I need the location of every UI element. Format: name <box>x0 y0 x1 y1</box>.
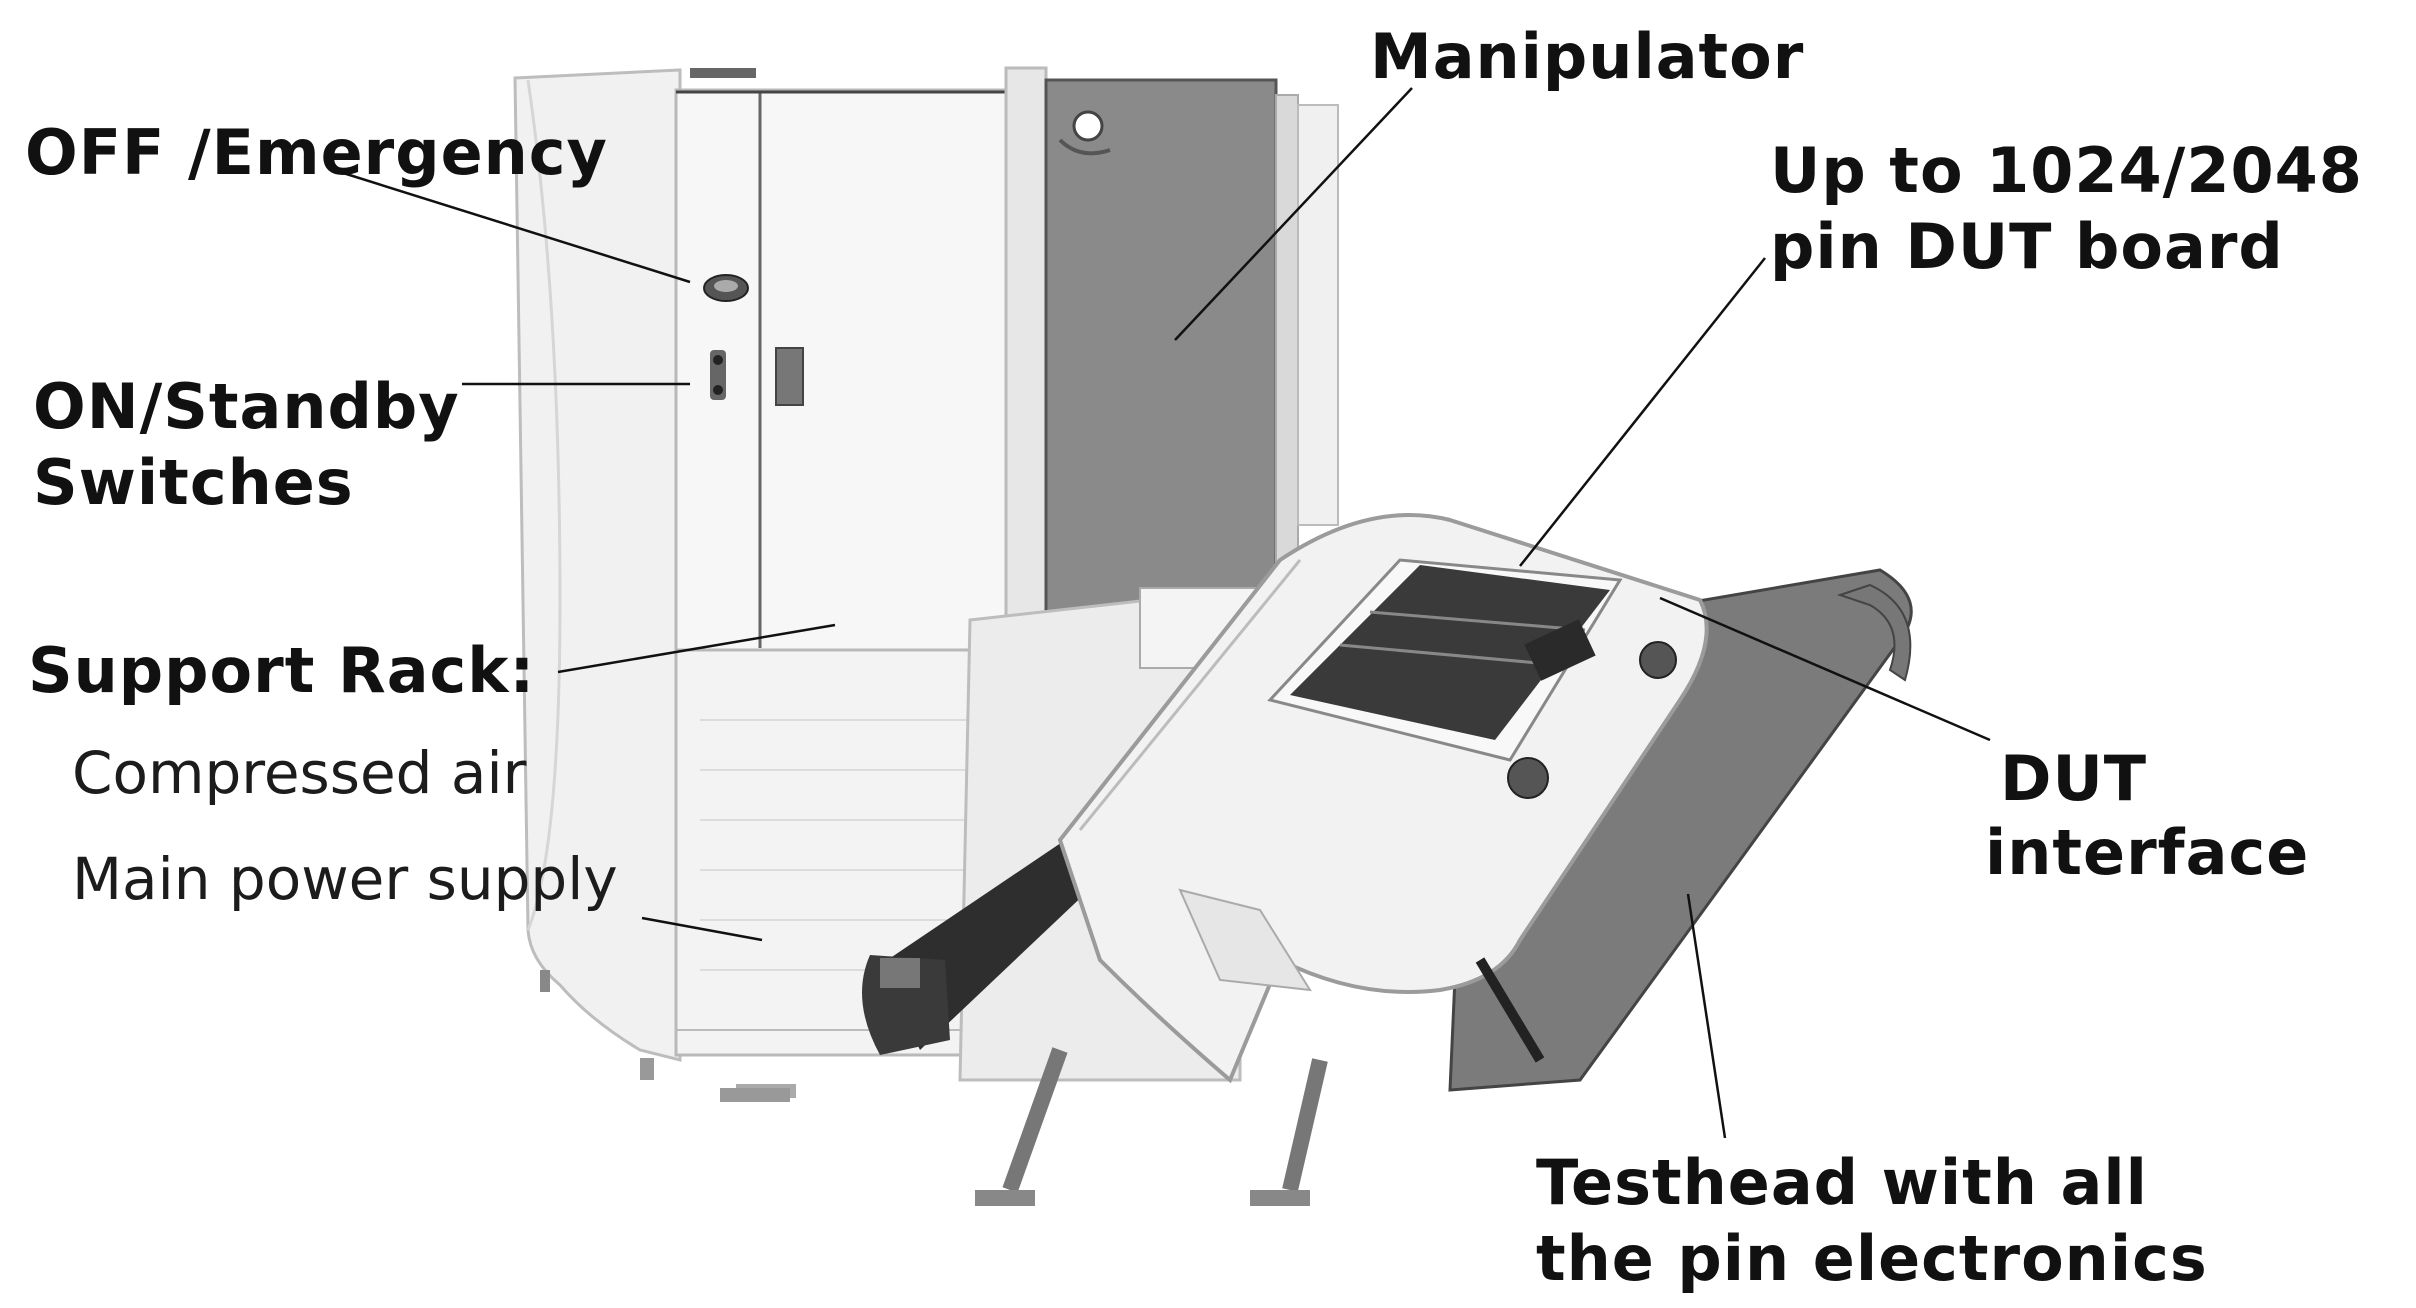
leader-support-rack <box>557 623 836 674</box>
label-testhead-line2: the pin electronics <box>1536 1222 2208 1295</box>
label-main-power-supply: Main power supply <box>72 845 618 913</box>
label-support-rack: Support Rack: <box>28 634 536 707</box>
manipulator-arm <box>720 830 1328 1206</box>
leader-dut-board <box>1519 257 1766 567</box>
label-off-emergency: OFF /Emergency <box>25 116 608 189</box>
leader-testhead <box>1686 893 1727 1139</box>
standby-switch-icon <box>710 350 726 400</box>
leader-main-power <box>641 916 763 942</box>
testhead <box>1057 513 1913 1092</box>
label-on-standby-line1: ON/Standby <box>33 370 460 443</box>
label-dut-board-line2: pin DUT board <box>1770 210 2284 283</box>
label-dut-interface-line1: DUT <box>2000 742 2148 815</box>
leader-manipulator <box>1174 87 1413 341</box>
label-testhead-line1: Testhead with all <box>1536 1146 2148 1219</box>
label-manipulator: Manipulator <box>1370 20 1805 93</box>
label-compressed-air: Compressed air <box>72 739 527 807</box>
label-dut-board-line1: Up to 1024/2048 <box>1770 134 2363 207</box>
leader-off-emergency <box>339 170 691 284</box>
label-on-standby-line2: Switches <box>33 446 354 519</box>
leader-lines <box>339 87 1991 1139</box>
leader-dut-interface <box>1659 596 1991 742</box>
label-dut-interface-line2: interface <box>1985 816 2310 889</box>
emergency-switch-icon <box>703 274 749 302</box>
